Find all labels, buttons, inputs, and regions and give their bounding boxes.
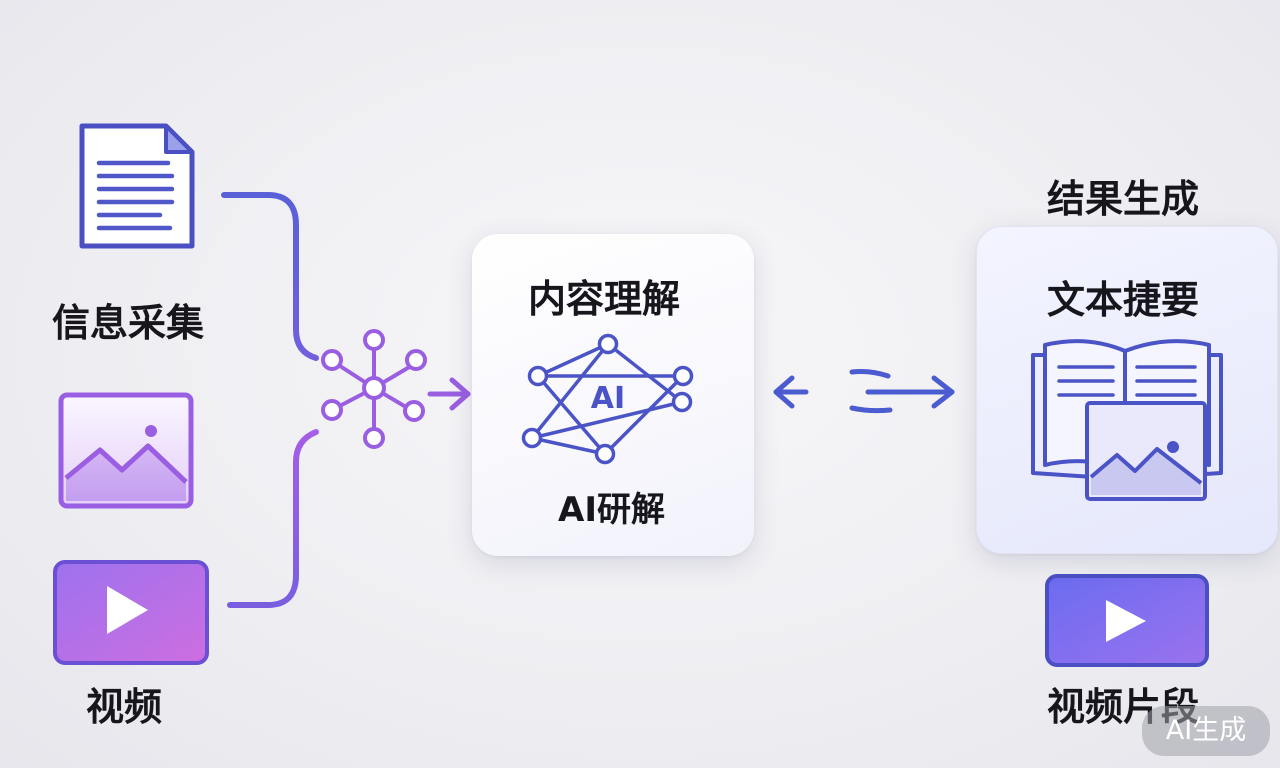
arrow-right-icon (427, 377, 471, 411)
video-clip-icon (1045, 574, 1209, 667)
ai-network-icon: AI (521, 333, 694, 465)
document-icon (79, 123, 195, 249)
video-icon (53, 560, 209, 665)
book-image-icon (1031, 339, 1223, 501)
connector-video-to-hub (227, 429, 319, 608)
info-collection-label: 信息采集 (52, 301, 205, 345)
image-icon (58, 392, 194, 509)
content-understanding-card: 内容理解 AI AI研解 (472, 234, 754, 556)
bidirectional-arrow-icon (773, 369, 955, 414)
text-summary-card: 文本捷要 (976, 226, 1278, 554)
video-label: 视频 (86, 685, 163, 729)
result-heading: 结果生成 (1047, 177, 1200, 221)
ai-generated-watermark: AI生成 (1142, 706, 1270, 756)
card-title: 内容理解 (528, 277, 681, 321)
summary-card-title: 文本捷要 (1047, 278, 1200, 322)
connector-doc-to-hub (221, 192, 319, 361)
card-caption: AI研解 (558, 490, 665, 530)
ai-chip-text: AI (591, 381, 625, 416)
network-hub-icon (321, 329, 427, 449)
